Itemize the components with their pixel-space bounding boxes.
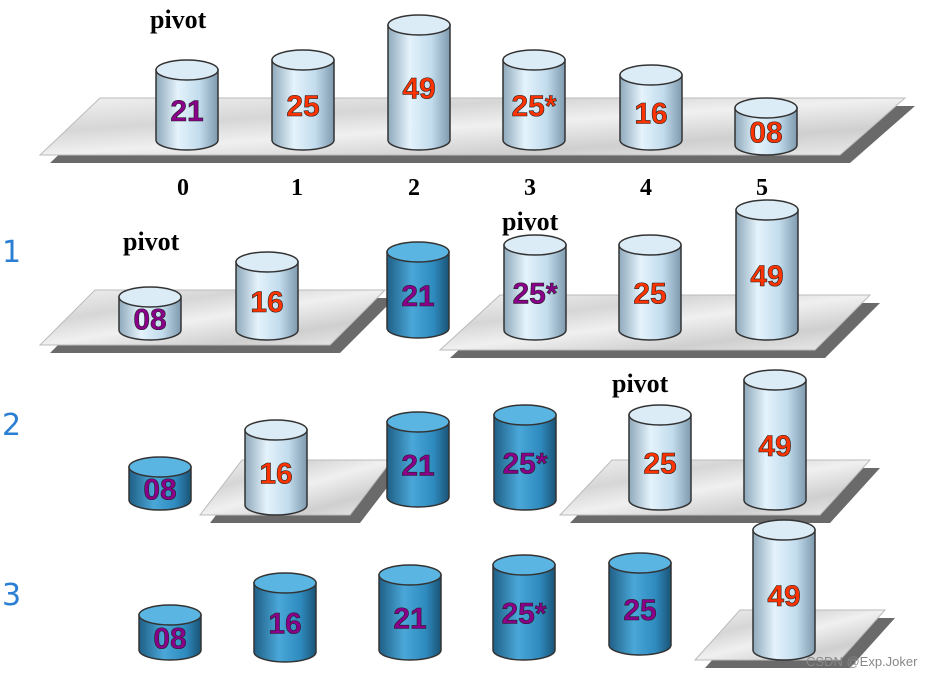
index-label: 1 [291,175,303,201]
cylinder-25-star: 25* [493,404,557,511]
cylinder-top [155,59,219,81]
cylinder-top [128,456,192,478]
cylinder-value: 25* [512,278,557,311]
cylinder-top [493,404,557,426]
cylinder-value: 25* [511,90,556,123]
index-label: 3 [524,175,536,201]
cylinder-value: 08 [749,117,782,150]
cylinder-25: 25 [271,49,335,151]
index-label: 4 [640,175,652,201]
cylinder-value: 21 [401,450,434,483]
cylinder-21: 21 [378,564,442,661]
cylinder-top [235,251,299,273]
cylinder-top [138,604,202,626]
cylinder-value: 21 [393,603,426,636]
pivot-label: pivot [123,227,180,256]
cylinder-49: 49 [752,519,816,661]
pivot-label: pivot [150,5,207,34]
cylinder-25-star: 25* [502,49,566,151]
cylinder-top [628,404,692,426]
watermark: CSDN @Exp.Joker [806,654,918,669]
cylinder-value: 25 [623,594,656,627]
cylinder-value: 16 [634,98,667,131]
cylinder-top [244,419,308,441]
step-label: 2 [2,408,21,443]
cylinder-16: 16 [244,419,308,516]
cylinder-top [386,411,450,433]
cylinder-top [608,552,672,574]
cylinder-16: 16 [235,251,299,341]
cylinder-21: 21 [386,241,450,339]
cylinder-25-star: 25* [492,554,556,661]
cylinder-08: 08 [734,97,798,156]
cylinder-value: 25 [633,278,666,311]
cylinder-value: 08 [143,474,176,507]
cylinder-top [619,64,683,86]
cylinder-top [118,286,182,308]
cylinder-08: 08 [138,604,202,661]
marble-platform [38,97,907,156]
cylinder-value: 49 [750,260,783,293]
cylinder-25: 25 [628,404,692,511]
cylinder-value: 49 [758,430,791,463]
cylinder-value: 49 [767,580,800,613]
cylinder-top [253,572,317,594]
pivot-label: pivot [612,369,669,398]
cylinder-value: 25 [643,448,676,481]
cylinder-top [271,49,335,71]
step-label: 1 [2,235,21,270]
cylinder-top [386,241,450,263]
cylinder-value: 08 [133,304,166,337]
cylinder-value: 21 [401,280,434,313]
cylinder-value: 49 [402,73,435,106]
cylinder-top [503,234,567,256]
cylinder-top [752,519,816,541]
cylinder-25-star: 25* [503,234,567,341]
cylinder-16: 16 [619,64,683,151]
index-label: 2 [408,175,420,201]
cylinder-top [743,369,807,391]
index-label: 5 [756,175,768,201]
cylinder-top [734,97,798,119]
cylinder-value: 21 [170,95,203,128]
marble-platform [38,289,387,346]
pivot-label: pivot [502,207,559,236]
step-label: 3 [2,578,21,613]
cylinder-top [378,564,442,586]
cylinder-top [735,199,799,221]
cylinder-value: 08 [153,623,186,656]
cylinder-25: 25 [608,552,672,656]
cylinder-08: 08 [118,286,182,341]
marble-platform [558,459,872,516]
cylinder-top [618,234,682,256]
cylinder-top [492,554,556,576]
cylinder-value: 16 [250,286,283,319]
cylinder-49: 49 [743,369,807,511]
cylinder-top [502,49,566,71]
cylinder-value: 16 [268,608,301,641]
cylinder-08: 08 [128,456,192,511]
cylinder-value: 16 [259,458,292,491]
cylinder-21: 21 [155,59,219,151]
cylinder-value: 25* [501,598,546,631]
cylinder-25: 25 [618,234,682,341]
cylinder-49: 49 [735,199,799,341]
index-label: 0 [177,175,189,201]
cylinder-value: 25* [502,448,547,481]
cylinder-49: 49 [387,14,451,151]
cylinder-16: 16 [253,572,317,663]
cylinder-21: 21 [386,411,450,508]
cylinder-value: 25 [286,90,319,123]
cylinder-top [387,14,451,36]
